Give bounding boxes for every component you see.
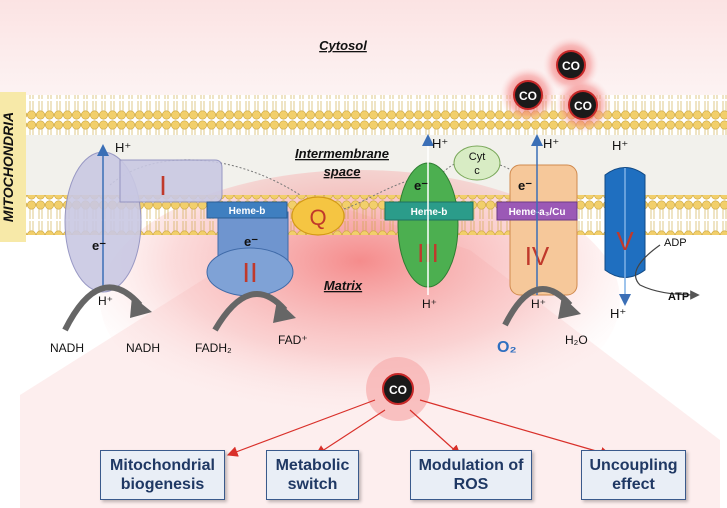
- effect-uncoupling-line1: Uncoupling: [589, 457, 678, 474]
- electron-path-2: [339, 179, 411, 211]
- complex-iv-electron: e⁻: [518, 178, 532, 193]
- arrow-to-uncoupling: [419, 399, 612, 458]
- svg-text:CO: CO: [562, 59, 580, 73]
- effect-metabolic-line2: switch: [287, 476, 338, 493]
- complex-v-h-bottom: H⁺: [610, 306, 626, 321]
- fadh2-label: FADH₂: [195, 341, 232, 355]
- heme-b-right-label: Heme-b: [411, 207, 448, 218]
- complex-v-h-top: H⁺: [612, 138, 628, 153]
- svg-text:CO: CO: [519, 89, 537, 103]
- heme-b-right: [384, 201, 474, 221]
- mitochondria-label: MITOCHONDRIA: [0, 112, 16, 222]
- arrow-to-ros: [409, 409, 461, 456]
- adp-label: ADP: [664, 237, 687, 249]
- complex-iv-h-bottom: H⁺: [531, 297, 546, 311]
- complex-i-arm: [119, 159, 223, 203]
- ubiquinone-q: [291, 196, 345, 236]
- svg-text:CO: CO: [389, 383, 407, 397]
- arrow-to-metabolic: [314, 409, 386, 456]
- arrow-to-biogenesis: [226, 399, 376, 457]
- effect-ros-line2: ROS: [453, 476, 489, 493]
- intermembrane-label-1: Intermembrane: [295, 146, 389, 161]
- complex-i-electron: e⁻: [92, 238, 106, 253]
- q-label: Q: [309, 205, 326, 230]
- co-source-molecule: CO: [382, 373, 414, 405]
- co-molecule-1: CO: [556, 50, 586, 80]
- h2o-label: H₂O: [565, 333, 588, 347]
- o2-label: O₂: [497, 339, 517, 356]
- complex-i-numeral: I: [159, 170, 167, 201]
- complex-ii-electron: e⁻: [244, 234, 258, 249]
- effect-biogenesis-line1: Mitochondrial: [110, 457, 215, 474]
- matrix-label: Matrix: [324, 278, 363, 293]
- adp-atp-arrow: [635, 244, 700, 300]
- mitochondria-bar: [0, 92, 26, 242]
- complex-i-h-bottom: H⁺: [98, 294, 113, 308]
- complex-iv-body: [509, 164, 578, 296]
- nadh-arrowhead: [130, 296, 152, 318]
- complex-iv-h-top: H⁺: [543, 136, 559, 151]
- outer-membrane: [22, 95, 727, 135]
- fad-label: FAD⁺: [278, 333, 308, 347]
- co-molecule-2: CO: [513, 80, 543, 110]
- nadh-curve-arrow: [62, 284, 143, 332]
- effect-box-uncoupling: Uncoupling effect: [581, 450, 686, 500]
- fadh2-arrowhead: [273, 300, 296, 323]
- effect-box-biogenesis: Mitochondrial biogenesis: [100, 450, 225, 500]
- o2-arrowhead: [558, 296, 581, 319]
- co-molecule-3: CO: [568, 90, 598, 120]
- nadh-in-label: NADH: [50, 341, 84, 355]
- atp-label: ATP: [668, 291, 689, 303]
- cytochrome-c: [453, 145, 501, 181]
- effect-box-ros: Modulation of ROS: [410, 450, 532, 500]
- cyt-c-label-2: c: [474, 165, 480, 177]
- complex-iii-h-top: H⁺: [432, 136, 448, 151]
- nadh-out-label: NADH: [126, 341, 160, 355]
- effect-metabolic-line1: Metabolic: [275, 457, 350, 474]
- effect-ros-line1: Modulation of: [418, 457, 524, 474]
- effect-uncoupling-line2: effect: [612, 476, 655, 493]
- cytosol-background: [0, 0, 727, 95]
- complex-iii-electron: e⁻: [414, 178, 428, 193]
- heme-b-left: [206, 201, 288, 219]
- svg-text:CO: CO: [574, 99, 592, 113]
- complex-ii-numeral: II: [242, 257, 258, 288]
- complex-v-numeral: V: [616, 226, 634, 256]
- complex-iii-h-bottom: H⁺: [422, 297, 437, 311]
- heme-b-left-label: Heme-b: [229, 206, 266, 217]
- effect-box-metabolic: Metabolic switch: [266, 450, 359, 500]
- complex-i-h-top: H⁺: [115, 140, 131, 155]
- cytosol-label: Cytosol: [319, 38, 367, 53]
- cyt-c-label-1: Cyt: [469, 151, 486, 163]
- intermembrane-label-2: space: [324, 164, 361, 179]
- effect-biogenesis-line2: biogenesis: [120, 476, 205, 493]
